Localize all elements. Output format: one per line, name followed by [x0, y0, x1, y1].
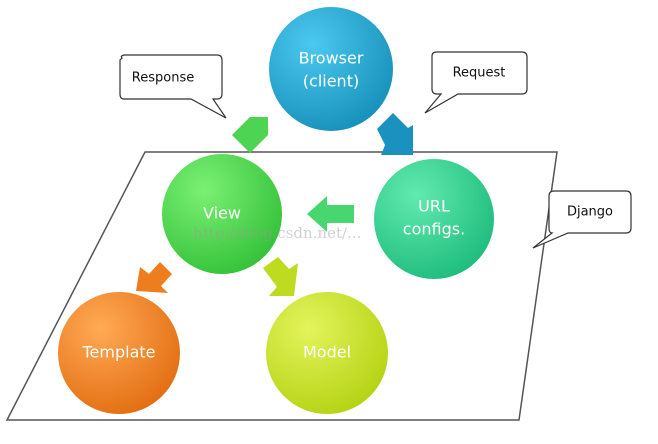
request-callout-label: Request: [453, 66, 506, 81]
response-callout-label: Response: [132, 71, 194, 86]
view-label: View: [203, 204, 241, 223]
request-arrow: [377, 113, 413, 155]
response-callout: Response: [119, 54, 227, 119]
url-configs-node: URL configs.: [374, 159, 494, 279]
template-label: Template: [81, 343, 155, 362]
response-arrow: [232, 117, 268, 153]
view-node: View: [162, 154, 282, 274]
browser-label-line2: (client): [303, 72, 359, 91]
view-to-template-arrow: [136, 262, 172, 293]
request-callout: Request: [424, 51, 528, 114]
model-label: Model: [303, 343, 351, 362]
watermark: http://blog.csdn.net/...: [193, 224, 361, 242]
url-to-view-arrow: [307, 196, 354, 232]
django-callout: Django: [532, 190, 632, 249]
url-label-line1: URL: [418, 197, 450, 216]
template-node: Template: [58, 292, 180, 414]
view-to-model-arrow: [263, 257, 298, 296]
django-callout-label: Django: [567, 205, 613, 220]
browser-node: Browser (client): [269, 7, 393, 131]
browser-label-line1: Browser: [299, 49, 364, 68]
url-label-line2: configs.: [403, 220, 465, 239]
model-node: Model: [266, 292, 388, 414]
